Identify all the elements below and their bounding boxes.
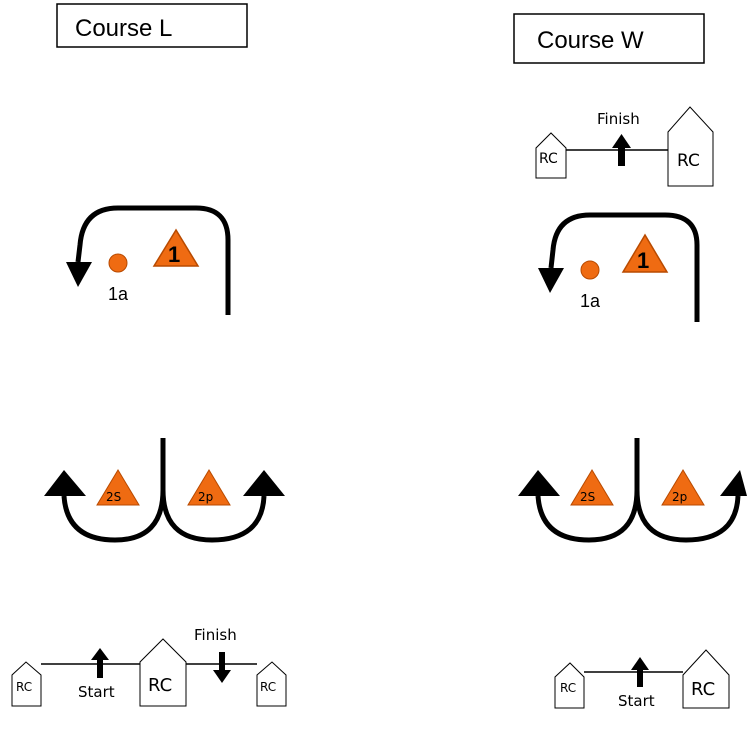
course-l-rc-small-left-label: RC <box>16 680 32 694</box>
course-l-start-arrow-icon <box>91 648 109 660</box>
course-w-start-rc-small <box>554 662 585 709</box>
course-l-mark-1a-label: 1a <box>108 284 129 304</box>
course-l-gate-right-path <box>160 489 267 543</box>
course-l-mark-1-label: 1 <box>168 242 180 267</box>
course-w-gate-left-path <box>535 438 640 543</box>
course-l-gate-left-path <box>61 438 166 543</box>
course-w-finish-label: Finish <box>597 110 640 128</box>
course-l-mark-2s <box>96 469 140 506</box>
course-l-gate-left-arrow-icon <box>44 470 86 496</box>
course-w-rounding-path <box>548 212 700 322</box>
course-w-finish-arrow-shaft <box>618 146 625 166</box>
course-w-mark-1-triangle <box>621 233 669 273</box>
course-w: Course W RC RC Finish 1a 1 2S 2p RC RC <box>513 13 747 710</box>
course-w-finish-rc-big <box>667 106 714 187</box>
course-l-start-label: Start <box>78 683 115 701</box>
course-l-mark-2p <box>187 469 231 506</box>
course-l-finish-arrow-icon <box>213 670 231 683</box>
course-w-mark-1a <box>580 260 600 280</box>
course-w-gate-left-arrow-icon <box>518 470 560 496</box>
course-w-finish-arrow-icon <box>612 134 631 148</box>
course-w-mark-2s-label: 2S <box>580 490 595 504</box>
course-l-rc-boat-small-right <box>256 661 287 707</box>
course-l-mark-2p-label: 2p <box>198 490 213 504</box>
course-w-start-arrow-icon <box>631 657 649 670</box>
course-l-mark-2s-label: 2S <box>106 490 121 504</box>
course-l-rc-small-right-label: RC <box>260 680 276 694</box>
course-l-arrowhead-icon <box>66 262 92 287</box>
course-w-arrowhead-icon <box>538 268 564 293</box>
course-w-mark-1a-label: 1a <box>580 291 601 311</box>
course-w-gate-right-path <box>634 489 741 543</box>
course-w-mark-2s <box>570 469 614 506</box>
course-l-gate-right-arrow-icon <box>243 470 285 496</box>
course-l-finish-label: Finish <box>194 626 237 644</box>
course-w-gate-right-arrow-icon <box>720 470 747 496</box>
course-l-title-box: Course L <box>56 3 248 48</box>
course-l-title: Course L <box>75 15 172 42</box>
course-l-rc-boat-small-left <box>11 661 42 707</box>
course-w-finish-rc-big-label: RC <box>677 151 700 171</box>
course-w-finish-rc-small-label: RC <box>539 151 558 167</box>
course-w-finish-rc-small <box>535 132 567 179</box>
course-w-mark-1-label: 1 <box>637 248 649 273</box>
course-l-mark-1-triangle <box>152 228 200 267</box>
course-l-rounding-path <box>75 205 231 315</box>
course-l-finish-arrow-shaft <box>219 652 225 670</box>
course-l: Course L 1a 1 2S 2p RC RC RC Start F <box>11 3 287 707</box>
course-w-start-rc-big-label: RC <box>691 679 715 700</box>
course-l-mark-1a <box>108 253 128 273</box>
course-w-start-rc-big <box>682 649 730 709</box>
course-w-mark-2p-label: 2p <box>672 490 687 504</box>
course-w-start-rc-small-label: RC <box>560 681 576 695</box>
course-w-mark-2p <box>661 469 705 506</box>
course-l-start-arrow-shaft <box>97 660 103 678</box>
course-w-start-label: Start <box>618 692 655 710</box>
course-w-title: Course W <box>537 27 644 54</box>
course-w-title-box: Course W <box>513 13 705 64</box>
course-l-rc-boat-big <box>139 638 187 707</box>
course-l-rc-big-label: RC <box>148 675 172 696</box>
course-w-start-arrow-shaft <box>637 669 643 687</box>
